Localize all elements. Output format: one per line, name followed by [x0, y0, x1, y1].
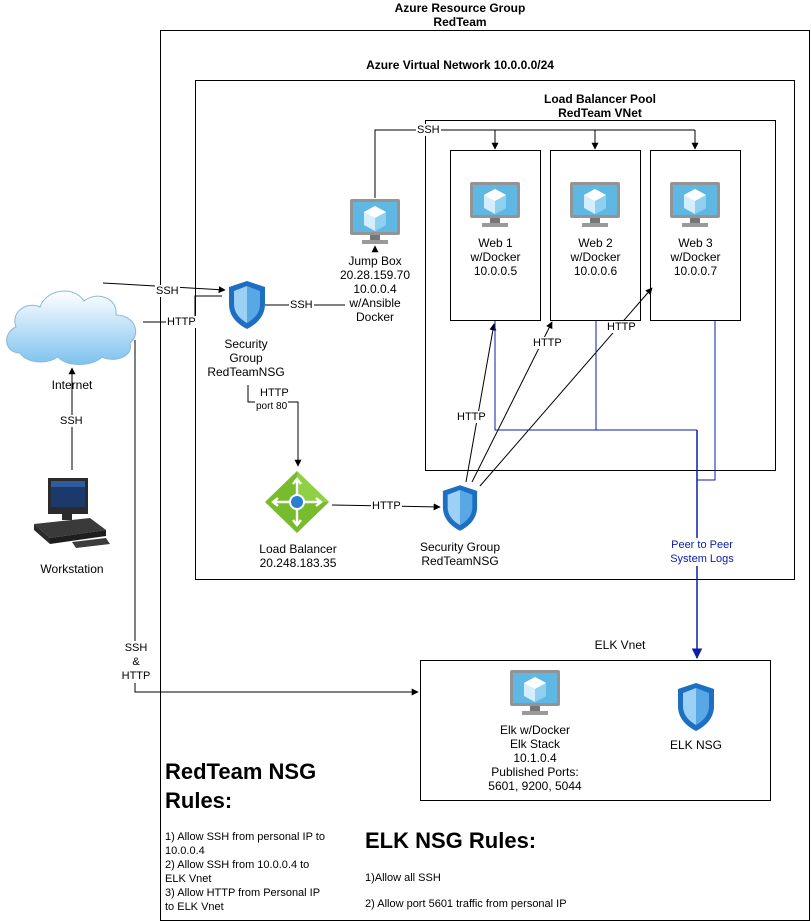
edge-label-peer-2: System Logs [670, 553, 734, 565]
security-group-top-label: Security Group RedTeamNSG [196, 337, 296, 379]
jumpbox-label: Jump Box 20.28.159.70 10.0.0.4 w/Ansible… [325, 254, 425, 324]
elk-rule-2: 2) Allow port 5601 traffic from personal… [365, 898, 567, 910]
security-group-top-shield-icon[interactable] [227, 280, 267, 335]
vnet-container [195, 80, 795, 580]
elk-vm-line1: Elk w/Docker [499, 723, 570, 737]
web3-name: Web 3 [678, 236, 713, 250]
pool-title-line1: Load Balancer Pool [543, 92, 657, 106]
jumpbox-vm-icon[interactable] [350, 199, 400, 250]
web1-vm-icon [470, 182, 520, 233]
redteam-rules-title-2: Rules: [165, 788, 233, 813]
elk-rules-title: ELK NSG Rules: [365, 828, 537, 853]
web1-docker: w/Docker [470, 250, 521, 264]
security-group-top-line3: RedTeamNSG [207, 365, 285, 379]
security-group-bottom-line2: RedTeamNSG [421, 554, 499, 568]
edge-label-ssh-and-http-3: HTTP [121, 670, 151, 682]
web2-name: Web 2 [578, 236, 613, 250]
edge-label-peer-to-peer: Peer to Peer System Logs [662, 538, 742, 566]
edge-label-ssh-and-http: SSH & HTTP [118, 641, 154, 683]
web2-label: Web 2 w/Docker 10.0.0.6 [550, 236, 641, 278]
edge-label-http-lb-nsg: HTTP [371, 500, 402, 512]
web1-box[interactable] [450, 150, 541, 321]
internet-label: Internet [51, 378, 93, 392]
elk-vm-label: Elk w/Docker Elk Stack 10.1.0.4 Publishe… [470, 723, 600, 793]
web3-box[interactable] [650, 150, 741, 321]
pool-title-line2: RedTeam VNet [558, 106, 642, 120]
jumpbox-private-ip: 10.0.0.4 [353, 282, 397, 296]
security-group-bottom-line1: Security Group [419, 540, 501, 554]
load-balancer-name: Load Balancer [259, 542, 337, 556]
elk-vm-ip: 10.1.0.4 [513, 751, 557, 765]
resource-group-title: Azure Resource Group RedTeam [380, 1, 540, 29]
elk-rule-1: 1)Allow all SSH [365, 872, 441, 884]
jumpbox-name: Jump Box [348, 254, 402, 268]
web3-ip: 10.0.0.7 [673, 264, 718, 278]
resource-group-title-line2: RedTeam [433, 15, 487, 29]
resource-group-title-line1: Azure Resource Group [394, 1, 526, 15]
web3-docker: w/Docker [670, 250, 721, 264]
workstation-icon[interactable] [32, 478, 112, 559]
edge-label-http-web1: HTTP [456, 411, 487, 423]
web1-name: Web 1 [478, 236, 513, 250]
edge-label-ssh-top: SSH [416, 124, 441, 136]
load-balancer-ip: 20.248.183.35 [259, 556, 337, 570]
web1-ip: 10.0.0.5 [473, 264, 518, 278]
edge-label-peer-1: Peer to Peer [671, 539, 733, 551]
elk-vm-line2: Elk Stack [509, 737, 560, 751]
web1-label: Web 1 w/Docker 10.0.0.5 [450, 236, 541, 278]
edge-label-ssh-workstation: SSH [59, 415, 84, 427]
edge-label-ssh-and-http-1: SSH [124, 642, 148, 654]
jumpbox-ansible: w/Ansible [349, 296, 401, 310]
internet-cloud-icon [2, 283, 144, 374]
pool-title: Load Balancer Pool RedTeam VNet [520, 92, 680, 120]
edge-label-http-web3: HTTP [606, 321, 637, 333]
edge-label-ssh-jumpbox: SSH [289, 299, 314, 311]
load-balancer-icon[interactable] [264, 470, 330, 539]
security-group-top-line2: Group [229, 351, 263, 365]
security-group-bottom-shield-icon[interactable] [441, 484, 479, 537]
edge-label-ssh-and-http-2: & [132, 656, 140, 668]
edge-label-ssh-internet: SSH [155, 285, 180, 297]
web2-docker: w/Docker [570, 250, 621, 264]
web2-box[interactable] [550, 150, 641, 321]
vnet-title: Azure Virtual Network 10.0.0.0/24 [366, 58, 554, 72]
redteam-rules-body: 1) Allow SSH from personal IP to 10.0.0.… [165, 831, 325, 913]
load-balancer-label: Load Balancer 20.248.183.35 [233, 542, 363, 570]
web2-ip: 10.0.0.6 [573, 264, 618, 278]
redteam-rules-title: RedTeam NSG Rules: [165, 757, 316, 815]
edge-label-http-web2: HTTP [532, 337, 563, 349]
jumpbox-public-ip: 20.28.159.70 [339, 268, 411, 282]
elk-vm-icon[interactable] [510, 670, 560, 721]
elk-vnet-label: ELK Vnet [594, 638, 646, 652]
elk-nsg-shield-icon[interactable] [676, 682, 716, 737]
elk-ports-title: Published Ports: [491, 765, 579, 779]
security-group-bottom-label: Security Group RedTeamNSG [405, 540, 515, 568]
elk-nsg-label: ELK NSG [669, 738, 723, 752]
load-balancer-pool-container [425, 120, 776, 471]
elk-vnet-container [420, 660, 771, 801]
web3-label: Web 3 w/Docker 10.0.0.7 [650, 236, 741, 278]
security-group-top-line1: Security [224, 337, 268, 351]
elk-ports: 5601, 9200, 5044 [488, 779, 582, 793]
edge-label-port80: port 80 [255, 401, 289, 413]
redteam-rules-title-1: RedTeam NSG [165, 759, 317, 784]
workstation-label: Workstation [40, 562, 104, 576]
web3-vm-icon [670, 182, 720, 233]
web2-vm-icon [570, 182, 620, 233]
jumpbox-docker: Docker [355, 310, 394, 324]
edge-label-http-lb: HTTP [259, 387, 290, 399]
edge-label-http-internet: HTTP [166, 316, 197, 328]
